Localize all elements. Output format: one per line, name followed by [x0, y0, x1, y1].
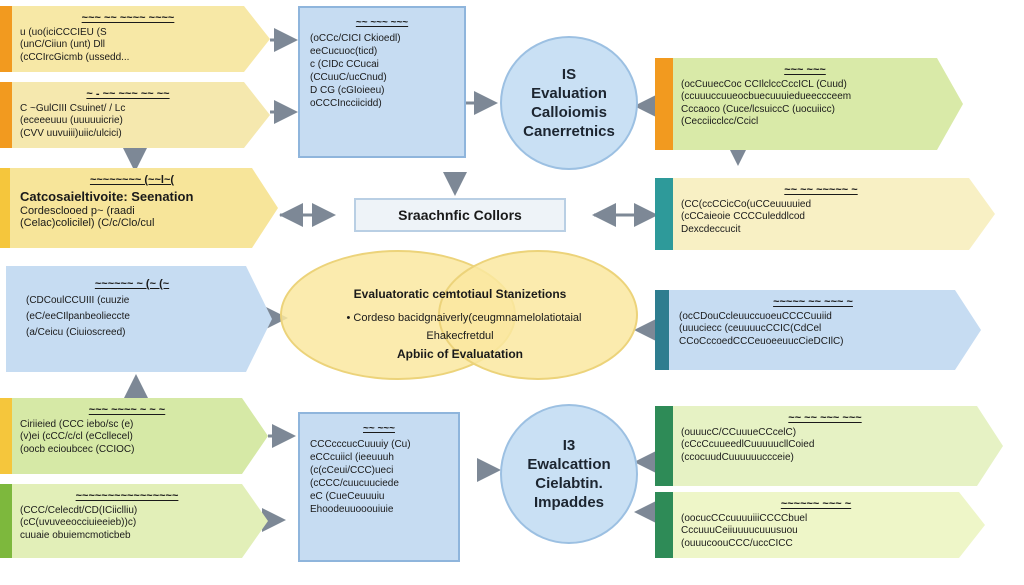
card-stripe [0, 484, 12, 558]
card-line: Catcosaieltivoite: Seenation [20, 188, 194, 204]
card-stripe [655, 58, 673, 150]
card-line: C ~GulCIII Csuinet/ / Lc [20, 102, 126, 114]
card-stripe [655, 492, 673, 558]
blue-box-bottom: ~~ ~~~ CCCcccucCuuuiy (Cu) eCCcuiicl (ie… [298, 412, 460, 562]
card-stripe [655, 406, 673, 486]
card-line: (ouuucoouCCC/uccCICC [681, 537, 793, 549]
card-line: (uuuciecc (ceuuuucCCIC(CdCel [679, 323, 822, 334]
venn-bullet: • Cordeso bacidgnaiverly(ceugmnamelolati… [346, 312, 582, 324]
box-line: (cCCC/cuucuuciede [310, 478, 399, 489]
right-card-1: ~~~ ~~~ (ocCuuecCoc CCIlclccCccICL (Cuud… [655, 58, 963, 150]
left-card-5: ~~~ ~~~~ ~ ~ ~ Ciriieied (CCC iebo/sc (e… [0, 398, 268, 474]
card-line: (a/Ceicu (Ciuioscreed) [26, 326, 126, 338]
blue-box-top: ~~ ~~~ ~~~ (oCCc/CICI Ckioedl) eeCucuoc(… [298, 6, 466, 158]
right-card-5: ~~~~~~ ~~~ ~ (oocucCCcuuuuiiiCCCCbuel Cc… [655, 492, 985, 558]
left-card-4: ~~~~~~ ~ (~ (~ (CDCoulCCUIII (cuuzie (eC… [6, 266, 272, 372]
card-heading: ~~ ~~ ~~~ ~~~ [788, 412, 862, 424]
card-line: (CVV uuvuiii)uiic/ulcici) [20, 127, 122, 139]
box-line: Ehoodeuuooouiuie [310, 504, 394, 515]
card-heading: ~~~~~ ~~ ~~~ ~ [773, 296, 853, 308]
box-heading: ~~ ~~~ [363, 423, 395, 434]
card-stripe [655, 290, 669, 370]
box-line: oCCCIncciicidd) [310, 98, 382, 109]
venn-title: Evaluatoratic cemtotiaul Stanizetions [353, 287, 567, 301]
venn-bullet-text: Cordeso bacidgnaiverly(ceugmnamelolatiot… [353, 312, 582, 324]
left-card-6: ~~~~~~~~~~~~~~~~ (CCC/Celecdt/CD(ICiicll… [0, 484, 268, 558]
card-line: (eC/eeCIlpanbeolieccte [26, 310, 130, 322]
card-heading: ~~~ ~~~~ ~ ~ ~ [88, 404, 166, 416]
box-line: c (CIDc CCucai [310, 59, 379, 70]
card-line: (v)ei (cCC/c/cl (eCcllecel) [20, 431, 133, 442]
card-heading: ~~~~~~~~ (~~l~( [89, 174, 175, 186]
card-stripe [0, 82, 12, 148]
box-line: (oCCc/CICI Ckioedl) [310, 33, 401, 44]
circle-number: IS [561, 66, 577, 83]
box-line: D CG (cGIoieeu) [310, 85, 385, 96]
card-line: (cC(uvuveeocciuieeieb))c) [20, 517, 137, 528]
box-line: eCCcuiicl (ieeuuuh [310, 452, 394, 463]
circle-line: Canerretnics [523, 123, 615, 140]
card-line: (Cecciicclcc/Ccicl [681, 116, 759, 127]
card-heading: ~~ ~~ ~~~~~ ~ [784, 184, 858, 196]
card-line: (ccocuudCuuuuuuccceie) [681, 451, 794, 463]
card-stripe [0, 168, 10, 248]
card-line: Ciriieied (CCC iebo/sc (e) [20, 418, 134, 430]
card-line: Dexcdeccucit [681, 223, 741, 235]
right-card-2: ~~ ~~ ~~~~~ ~ (CC(ccCCicCo(uCCeuuuuied (… [655, 178, 995, 250]
card-line: (ocCuuecCoc CCIlclccCccICL (Cuud) [681, 78, 847, 90]
card-line: (CDCoulCCUIII (cuuzie [26, 294, 130, 306]
card-line: Cccaoco (Cuce/lcsuiccC (uocuiicc) [681, 103, 835, 115]
card-line: (cCCaieoie CCCCuleddlcod [681, 211, 805, 222]
card-heading: ~~~~~~ ~~~ ~ [780, 498, 852, 510]
circle-number: I3 [562, 437, 576, 454]
card-line: (CC(ccCCicCo(uCCeuuuuied [681, 198, 812, 210]
box-line: eC (CueCeuuuiu [310, 491, 385, 502]
card-line: (cCCIrcGicmb (ussedd... [20, 51, 130, 63]
card-line: (ccuuuccuueocbuecuuuiedueeccceem [681, 91, 852, 102]
card-line: (unC/Ciiun (unt) Dll [20, 39, 106, 50]
left-card-1: ~~~ ~~ ~~~~ ~~~~ u (uo(iciCCCIEU (S (unC… [0, 6, 270, 72]
card-line: (ouuucC/CCuuueCCcelC) [681, 426, 797, 438]
card-line: (Celac)colicilel) (C/c/Clo/cul [20, 217, 155, 229]
box-line: (c(cCeui/CCC)ueci [310, 465, 394, 476]
card-heading: ~~~ ~~~ [784, 64, 826, 76]
card-heading: ~ - ~~ ~~~ ~~ ~~ [86, 88, 170, 100]
box-line: (CCuuC/ucCnud) [310, 72, 387, 83]
card-stripe [0, 398, 12, 474]
card-line: (CCC/Celecdt/CD(ICiiclliu) [20, 504, 138, 516]
venn-line: Ehakecfretdul [426, 330, 494, 342]
center-label: Sraachnfic Collors [354, 198, 566, 232]
box-line: eeCucuoc(ticd) [310, 46, 378, 57]
right-card-3: ~~~~~ ~~ ~~~ ~ (ocCDouCcleuuccuoeuCCCCuu… [655, 290, 981, 370]
card-heading: ~~~ ~~ ~~~~ ~~~~ [81, 12, 175, 24]
card-heading: ~~~~~~~~~~~~~~~~ [75, 490, 179, 502]
circle-line: Impaddes [533, 494, 605, 511]
card-line: (ocCDouCcleuuccuoeuCCCCuuiid [679, 310, 832, 322]
circle-line: Ewalcattion [527, 456, 611, 473]
circle-line: Cielabtin. [535, 475, 603, 492]
card-stripe [0, 6, 12, 72]
circle-line: Evaluation [531, 85, 607, 102]
card-line: (cCcCcuueedlCuuuuucllCoied [681, 439, 815, 450]
card-line: (oocb ecioubcec (CCIOC) [20, 443, 135, 455]
card-line: CccuuuCeiiuuuucuuusuou [681, 525, 798, 536]
card-line: (oocucCCcuuuuiiiCCCCbuel [681, 512, 808, 524]
card-line: CCoCccoedCCCeuoeeuucCieDCIlC) [679, 335, 844, 347]
card-heading: ~~~~~~ ~ (~ (~ [94, 278, 170, 290]
card-line: Cordesclooed p~ (raadi [20, 204, 135, 217]
venn-line: Apbiic of Evaluatation [396, 347, 523, 361]
left-card-2: ~ - ~~ ~~~ ~~ ~~ C ~GulCIII Csuinet/ / L… [0, 82, 270, 148]
box-line: CCCcccucCuuuiy (Cu) [310, 439, 411, 450]
card-stripe [655, 178, 673, 250]
circle-line: Calloiomis [531, 104, 607, 121]
card-line: cuuaie obuiemcmoticbeb [20, 529, 131, 541]
card-line: (eceeeuuu (uuuuuicrie) [20, 115, 123, 126]
card-line: u (uo(iciCCCIEU (S [20, 26, 107, 38]
right-card-4: ~~ ~~ ~~~ ~~~ (ouuucC/CCuuueCCcelC) (cCc… [655, 406, 1003, 486]
venn-circle-right [438, 250, 638, 380]
left-card-3: ~~~~~~~~ (~~l~( Catcosaieltivoite: Seena… [0, 168, 278, 248]
box-heading: ~~ ~~~ ~~~ [355, 17, 409, 28]
evaluation-circle-bottom: I3 Ewalcattion Cielabtin. Impaddes [500, 404, 638, 544]
evaluation-circle-top: IS Evaluation Calloiomis Canerretnics [500, 36, 638, 170]
